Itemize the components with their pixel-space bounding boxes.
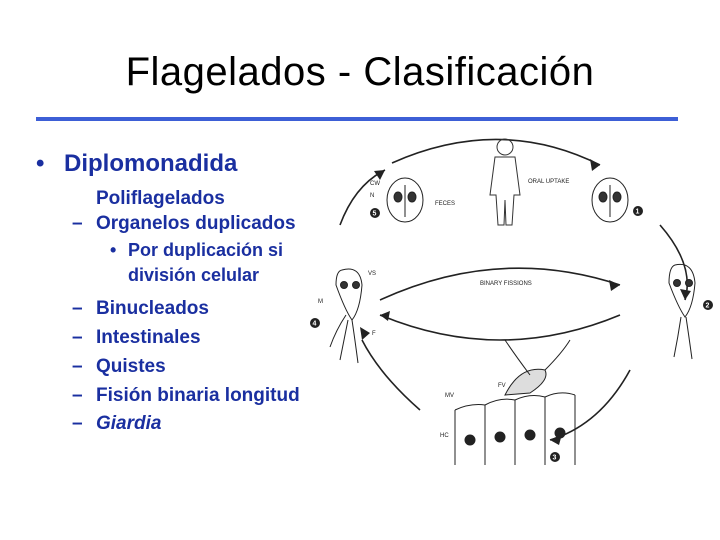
heading-diplomonadida: Diplomonadida	[64, 150, 238, 177]
item-dash: –	[72, 213, 83, 234]
label-hc: HC	[440, 433, 449, 439]
cyst-stage5	[386, 177, 424, 223]
stage-number-2: 2	[706, 303, 710, 310]
subitem-division: división celular	[128, 265, 260, 285]
label-binary-fissions: BINARY FISSIONS	[480, 281, 532, 287]
item-dash: –	[72, 413, 83, 434]
stage-number-5: 5	[373, 211, 377, 218]
subitem-duplicacion: Por duplicación si	[128, 240, 284, 260]
label-feces: FECES	[435, 201, 455, 207]
item-dash: –	[72, 356, 83, 377]
label-nh: NH	[466, 438, 475, 444]
cyst-stage1	[591, 177, 629, 223]
item-quistes: Quistes	[96, 356, 166, 377]
item-organelos: Organelos duplicados	[96, 213, 296, 234]
item-poliflagelados: Poliflagelados	[96, 188, 225, 209]
label-m: M	[318, 299, 323, 305]
label-oral-uptake: ORAL UPTAKE	[528, 179, 569, 185]
trophozoite-stage2	[668, 263, 696, 360]
slide-title: Flagelados - Clasificación	[125, 50, 595, 94]
item-dash: –	[72, 327, 83, 348]
label-mv: MV	[445, 393, 454, 399]
title-underline	[36, 117, 678, 121]
label-f: F	[372, 331, 376, 337]
item-dash: –	[72, 298, 83, 319]
intestinal-epithelium	[454, 339, 576, 465]
stage-number-4: 4	[313, 321, 317, 328]
label-vs: VS	[368, 271, 376, 277]
label-cw: CW	[370, 181, 380, 187]
trophozoite-stage4	[329, 268, 363, 364]
heading-bullet: •	[36, 150, 45, 177]
label-n: N	[370, 193, 374, 199]
label-fv: FV	[498, 383, 506, 389]
item-dash: –	[72, 385, 83, 406]
item-giardia: Giardia	[96, 413, 162, 434]
stage-number-1: 1	[636, 209, 640, 216]
item-intestinales: Intestinales	[96, 327, 201, 348]
stage-number-3: 3	[553, 455, 557, 462]
giardia-life-cycle-figure: FECES ORAL UPTAKE BINARY FISSIONS CW N 5…	[300, 125, 720, 465]
item-binucleados: Binucleados	[96, 298, 209, 319]
human-icon	[489, 138, 521, 226]
item-fision: Fisión binaria longitud	[96, 385, 300, 406]
subitem-bullet: •	[110, 240, 117, 260]
